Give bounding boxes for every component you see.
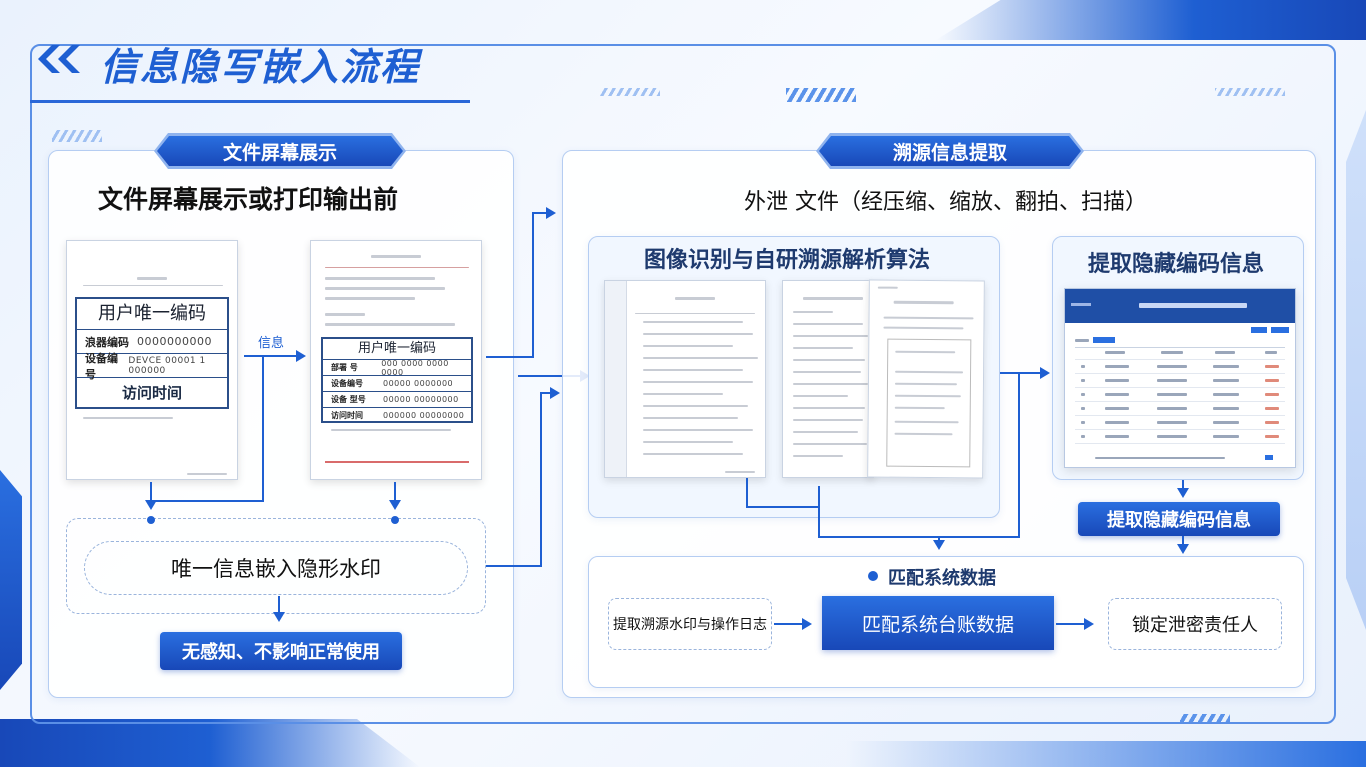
arrow-label-info: 信息 (258, 336, 285, 351)
corner-decoration-bottom-left (0, 719, 420, 767)
title-underline (30, 100, 470, 103)
document-original: 用户唯一编码 浪器编码 0000000000 设备编号 DEVCE 00001 … (66, 240, 238, 480)
right-heading: 外泄 文件（经压缩、缩放、翻拍、扫描） (744, 190, 1147, 215)
algorithm-title: 图像识别与自研溯源解析算法 (644, 248, 931, 273)
double-chevron-icon (38, 45, 80, 73)
page-title: 信息隐写嵌入流程 (100, 45, 421, 89)
extract-title: 提取隐藏编码信息 (1088, 252, 1265, 277)
embed-watermark-box: 唯一信息嵌入隐形水印 (84, 541, 468, 595)
step-extract-logs: 提取溯源水印与操作日志 (608, 598, 772, 650)
ribbon-label: 文件屏幕展示 (157, 136, 403, 166)
corner-decoration-top-right (936, 0, 1366, 40)
leaked-document-2 (782, 280, 874, 478)
corner-decoration-bottom-right (846, 741, 1366, 767)
table-title: 用户唯一编码 (98, 303, 206, 324)
stripe-decoration (600, 88, 660, 96)
step-match-ledger: 匹配系统台账数据 (822, 596, 1054, 650)
main-frame (30, 44, 1336, 724)
ribbon-label: 溯源信息提取 (819, 136, 1081, 166)
stripe-decoration (1215, 88, 1285, 96)
document-watermarked: 用户唯一编码 部署 号 000 0000 0000 0000 设备编号 0000… (310, 240, 482, 480)
stripe-decoration (786, 88, 856, 102)
table-title: 用户唯一编码 (357, 341, 436, 356)
edge-decoration-left (0, 470, 22, 690)
table-row: 部署 号 000 0000 0000 0000 (323, 359, 471, 377)
step-lock-responsible: 锁定泄密责任人 (1108, 598, 1282, 650)
edge-decoration-right (1346, 110, 1366, 630)
match-title: 匹配系统数据 (888, 568, 996, 589)
table-footer: 访问时间 (77, 377, 227, 407)
stripe-decoration (1180, 714, 1230, 722)
leaked-document-3 (867, 279, 985, 479)
unique-code-table: 用户唯一编码 浪器编码 0000000000 设备编号 DEVCE 00001 … (75, 297, 229, 409)
extract-hidden-code-badge: 提取隐藏编码信息 (1078, 502, 1280, 536)
result-no-impact-badge: 无感知、不影响正常使用 (160, 632, 402, 670)
ribbon-screen-display: 文件屏幕展示 (154, 133, 406, 169)
table-row: 浪器编码 0000000000 (77, 329, 227, 353)
table-row: 访问时间 000000 00000000 (323, 407, 471, 423)
stripe-decoration (52, 130, 102, 142)
system-screenshot (1064, 288, 1296, 468)
ribbon-trace-extraction: 溯源信息提取 (816, 133, 1084, 169)
table-row: 设备 型号 00000 00000000 (323, 391, 471, 407)
leaked-document-1 (604, 280, 766, 478)
table-row: 设备编号 00000 0000000 (323, 375, 471, 391)
unique-code-table: 用户唯一编码 部署 号 000 0000 0000 0000 设备编号 0000… (321, 337, 473, 423)
table-row: 设备编号 DEVCE 00001 1 000000 (77, 352, 227, 381)
left-heading: 文件屏幕展示或打印输出前 (98, 185, 399, 214)
